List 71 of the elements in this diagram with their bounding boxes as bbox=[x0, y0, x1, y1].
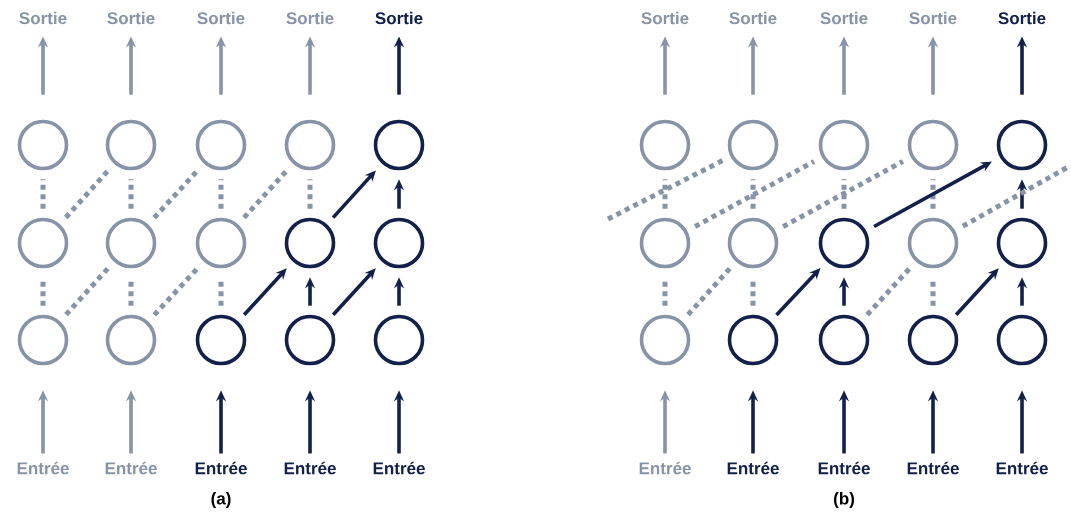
neuron-circle bbox=[373, 314, 425, 366]
neuron-circle bbox=[284, 119, 336, 171]
dotted-line bbox=[750, 179, 756, 209]
neuron-circle bbox=[818, 217, 870, 269]
neuron-circle bbox=[284, 314, 336, 366]
dotted-line bbox=[242, 168, 289, 220]
io-label: Entrée bbox=[996, 461, 1048, 475]
io-label: Entrée bbox=[727, 461, 779, 475]
io-label: Entrée bbox=[17, 461, 69, 475]
dotted-line bbox=[64, 266, 110, 317]
neuron-circle bbox=[727, 217, 779, 269]
io-label: Sortie bbox=[998, 11, 1046, 25]
panel-label: (b) bbox=[834, 492, 854, 508]
neuron-circle bbox=[639, 217, 691, 269]
neuron-circle bbox=[639, 119, 691, 171]
dotted-line bbox=[128, 179, 134, 209]
neuron-circle bbox=[727, 314, 779, 366]
io-label: Entrée bbox=[105, 461, 157, 475]
neuron-circle bbox=[105, 314, 157, 366]
panel-label: (a) bbox=[211, 492, 231, 508]
neuron-circle bbox=[195, 119, 247, 171]
neuron-circle bbox=[639, 314, 691, 366]
io-label: Entrée bbox=[818, 461, 870, 475]
io-label: Entrée bbox=[373, 461, 425, 475]
neuron-circle bbox=[818, 314, 870, 366]
neuron-circle bbox=[373, 217, 425, 269]
io-label: Sortie bbox=[286, 11, 334, 25]
io-label: Entrée bbox=[907, 461, 959, 475]
neuron-circle bbox=[195, 217, 247, 269]
neuron-circle bbox=[907, 119, 959, 171]
io-label: Entrée bbox=[284, 461, 336, 475]
dotted-line bbox=[865, 266, 912, 317]
neuron-circle bbox=[373, 119, 425, 171]
dotted-line bbox=[152, 168, 200, 220]
dotted-line bbox=[781, 159, 905, 229]
dotted-line bbox=[606, 158, 724, 222]
dotted-line bbox=[152, 266, 200, 317]
neuron-circle bbox=[996, 217, 1048, 269]
neuron-circle bbox=[105, 119, 157, 171]
neuron-circle bbox=[17, 314, 69, 366]
io-label: Sortie bbox=[375, 11, 423, 25]
neuron-circle bbox=[996, 119, 1048, 171]
dotted-line bbox=[218, 179, 224, 209]
dotted-line bbox=[662, 179, 668, 209]
dotted-line bbox=[40, 179, 46, 209]
dotted-line bbox=[961, 164, 1070, 229]
io-label: Sortie bbox=[641, 11, 689, 25]
neuron-circle bbox=[727, 119, 779, 171]
neuron-circle bbox=[907, 217, 959, 269]
io-label: Sortie bbox=[19, 11, 67, 25]
dotted-line bbox=[693, 159, 816, 229]
neuron-circle bbox=[17, 217, 69, 269]
dotted-line bbox=[841, 179, 847, 209]
neuron-circle bbox=[195, 314, 247, 366]
dotted-line bbox=[686, 266, 732, 317]
io-label: Sortie bbox=[820, 11, 868, 25]
io-label: Entrée bbox=[639, 461, 691, 475]
dotted-line bbox=[64, 168, 110, 220]
neuron-circle bbox=[105, 217, 157, 269]
neuron-circle bbox=[17, 119, 69, 171]
io-label: Entrée bbox=[195, 461, 247, 475]
io-label: Sortie bbox=[729, 11, 777, 25]
io-label: Sortie bbox=[909, 11, 957, 25]
neuron-circle bbox=[996, 314, 1048, 366]
neuron-circle bbox=[284, 217, 336, 269]
dotted-line bbox=[930, 179, 936, 209]
io-label: Sortie bbox=[197, 11, 245, 25]
io-label: Sortie bbox=[107, 11, 155, 25]
dotted-line bbox=[307, 179, 313, 209]
neuron-circle bbox=[907, 314, 959, 366]
neuron-circle bbox=[818, 119, 870, 171]
